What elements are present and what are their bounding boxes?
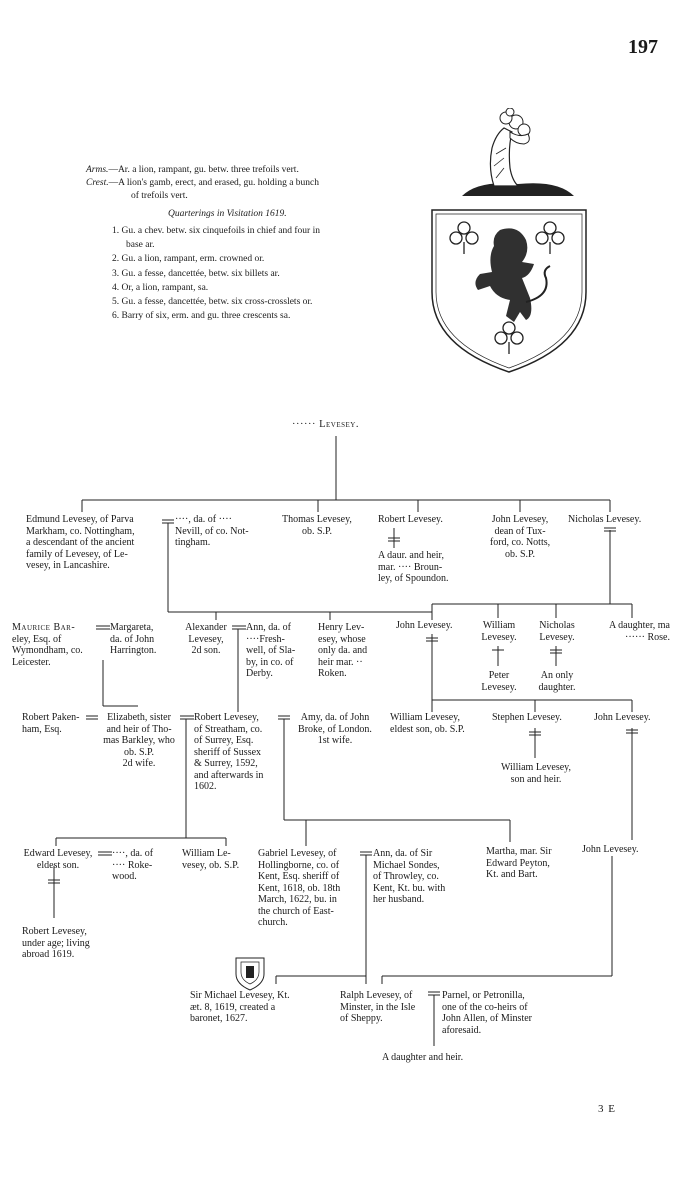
arms-block: Arms.—Ar. a lion, rampant, gu. betw. thr…	[86, 164, 319, 203]
person-william-levesey-heir: William Levesey,son and heir.	[500, 762, 572, 785]
person-john-levesey-gen4: John Levesey.	[582, 844, 639, 855]
person-john-levesey-gen3: John Levesey.	[594, 712, 651, 723]
quarterings-title: Quarterings in Visitation 1619.	[168, 209, 287, 219]
person-sir-michael-levesey: Sir Michael Levesey, Kt.æt. 8, 1619, cre…	[190, 990, 290, 1024]
person-daughter-rose: A daughter, ma······ Rose.	[609, 620, 670, 643]
quartering-item: 1. Gu. a chev. betw. six cinquefoils in …	[112, 226, 320, 236]
quartering-item: 6. Barry of six, erm. and gu. three cres…	[112, 311, 291, 322]
person-robert-pakenham: Robert Paken-ham, Esq.	[22, 712, 80, 735]
shield-illustration	[431, 209, 587, 373]
person-nevill: ····, da. of ····Nevill, of co. Not-ting…	[175, 514, 249, 548]
crest-label: Crest.	[86, 178, 109, 188]
quartering-item: 3. Gu. a fesse, dancettée, betw. six bil…	[112, 268, 280, 279]
page-number: 197	[628, 36, 658, 58]
person-robert-daughter: A daur. and heir,mar. ···· Broun-ley, of…	[378, 550, 449, 584]
person-robert-levesey: Robert Levesey.	[378, 514, 443, 525]
baronet-badge-icon	[235, 957, 265, 991]
person-nicholas-levesey: Nicholas Levesey.	[568, 514, 642, 525]
person-john-levesey-dean: John Levesey,dean of Tux-ford, co. Notts…	[489, 514, 551, 560]
crest-text: —A lion's gamb, erect, and erased, gu. h…	[108, 178, 320, 188]
person-john-levesey-gen2: John Levesey.	[396, 620, 453, 631]
quartering-item: base ar.	[126, 240, 155, 251]
person-rokewood: ····, da. of···· Roke-wood.	[112, 848, 154, 882]
crest-text-continued: of trefoils vert.	[131, 191, 188, 201]
crest-illustration	[462, 108, 574, 196]
root-ancestor: ······ Levesey.	[292, 419, 359, 430]
person-ann-freshwell: Ann, da. of····Fresh-well, of Sla-by, in…	[246, 622, 296, 679]
person-william-levesey-eldest: William Levesey,eldest son, ob. S.P.	[390, 712, 465, 735]
person-william-le-vesey: William Le-vesey, ob. S.P.	[182, 848, 240, 871]
person-stephen-levesey: Stephen Levesey.	[492, 712, 562, 723]
person-parnel-allen: Parnel, or Petronilla,one of the co-heir…	[442, 990, 532, 1036]
arms-text: —Ar. a lion, rampant, gu. betw. three tr…	[108, 165, 299, 175]
person-edward-levesey: Edward Levesey,eldest son.	[23, 848, 93, 871]
quarterings-list: 1. Gu. a chev. betw. six cinquefoils in …	[112, 224, 320, 323]
quartering-item: 2. Gu. a lion, rampant, erm. crowned or.	[112, 254, 265, 265]
quartering-item: 5. Gu. a fesse, dancettée, betw. six cro…	[112, 297, 313, 308]
person-thomas-levesey: Thomas Levesey,ob. S.P.	[282, 514, 352, 537]
person-robert-levesey-streatham: Robert Levesey,of Streatham, co.of Surre…	[194, 712, 264, 792]
signature-mark: 3 E	[598, 1103, 616, 1115]
arms-label: Arms.	[86, 165, 109, 175]
person-daughter-and-heir: A daughter and heir.	[382, 1052, 464, 1063]
quartering-item: 4. Or, a lion, rampant, sa.	[112, 282, 209, 293]
